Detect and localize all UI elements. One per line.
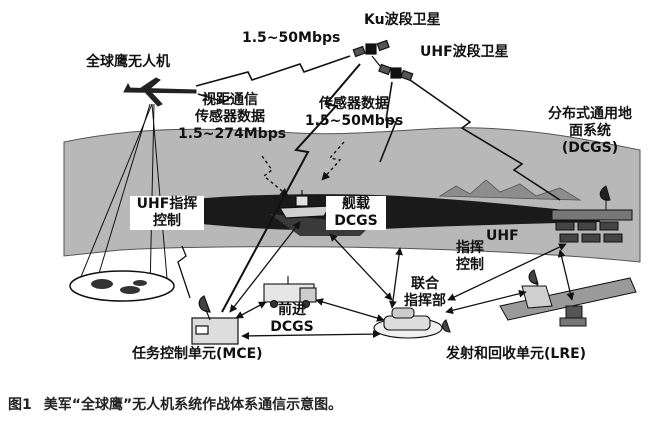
dcgs-line-3: (DCGS) <box>561 140 619 156</box>
uhf-small-label: UHF <box>486 228 519 244</box>
forward-line-1: 前进 <box>278 302 306 318</box>
ground-link-arrows <box>229 221 575 340</box>
uhf-command-label: UHF指挥 控制 <box>130 196 204 230</box>
mce-station-icon <box>191 295 239 345</box>
ship-icon <box>278 190 332 219</box>
sensor-line-2: 1.5~50Mbps <box>304 113 404 129</box>
ship-line-2: DCGS <box>334 213 378 229</box>
los-line-3: 1.5~274Mbps <box>178 126 287 142</box>
cmd-ctrl-line-1: 指挥 <box>456 240 484 256</box>
joint-command-label: 联合 指挥部 <box>392 276 458 310</box>
uhf-cmd-line-2: 控制 <box>153 213 181 229</box>
joint-command-icon <box>373 307 451 339</box>
uhf-satellite-icon <box>378 63 414 82</box>
global-hawk-uav-icon <box>123 77 197 107</box>
dcgs-ground-station-icon <box>551 185 633 243</box>
cmd-ctrl-line-2: 控制 <box>456 257 484 273</box>
shipborne-dcgs-label: 舰载 DCGS <box>326 196 386 230</box>
joint-line-2: 指挥部 <box>404 293 446 309</box>
los-comm-label: 视距通信 传感器数据 1.5~274Mbps <box>178 92 287 143</box>
sensor-line-1: 传感器数据 <box>319 96 389 112</box>
dcgs-label: 分布式通用地 面系统 (DCGS) <box>532 106 648 157</box>
global-hawk-label: 全球鹰无人机 <box>86 54 170 70</box>
ku-satellite-icon <box>352 39 390 67</box>
link-rate-top-label: 1.5~50Mbps <box>242 30 341 46</box>
lre-label: 发射和回收单元(LRE) <box>446 346 587 362</box>
ku-satellite-label: Ku波段卫星 <box>364 12 441 28</box>
dcgs-line-1: 分布式通用地 <box>548 106 632 122</box>
uhf-cmd-line-1: UHF指挥 <box>136 196 198 212</box>
ship-line-1: 舰载 <box>342 196 370 212</box>
ground-vehicles-icon <box>91 279 147 294</box>
command-control-label: 指挥 控制 <box>444 240 496 274</box>
figure-caption: 图1 美军“全球鹰”无人机系统作战体系通信示意图。 <box>8 394 342 414</box>
los-line-2: 传感器数据 <box>195 109 265 125</box>
mce-label: 任务控制单元(MCE) <box>132 346 263 362</box>
los-line-1: 视距通信 <box>202 92 258 108</box>
ground-coverage-ellipse <box>69 270 175 302</box>
mountain-ridge <box>438 179 582 201</box>
dashed-downlink <box>321 141 345 181</box>
dcgs-line-2: 面系统 <box>569 123 611 139</box>
forward-dcgs-label: 前进 DCGS <box>266 302 318 336</box>
dashed-link-2 <box>261 155 289 197</box>
zigzag-links <box>177 55 561 313</box>
figure-number: 图1 <box>8 397 32 413</box>
sensor-data-label: 传感器数据 1.5~50Mbps <box>302 96 406 130</box>
uhf-satellite-label: UHF波段卫星 <box>420 44 509 60</box>
forward-line-2: DCGS <box>270 319 314 335</box>
joint-line-1: 联合 <box>411 276 439 292</box>
figure-caption-text: 美军“全球鹰”无人机系统作战体系通信示意图。 <box>43 397 343 413</box>
